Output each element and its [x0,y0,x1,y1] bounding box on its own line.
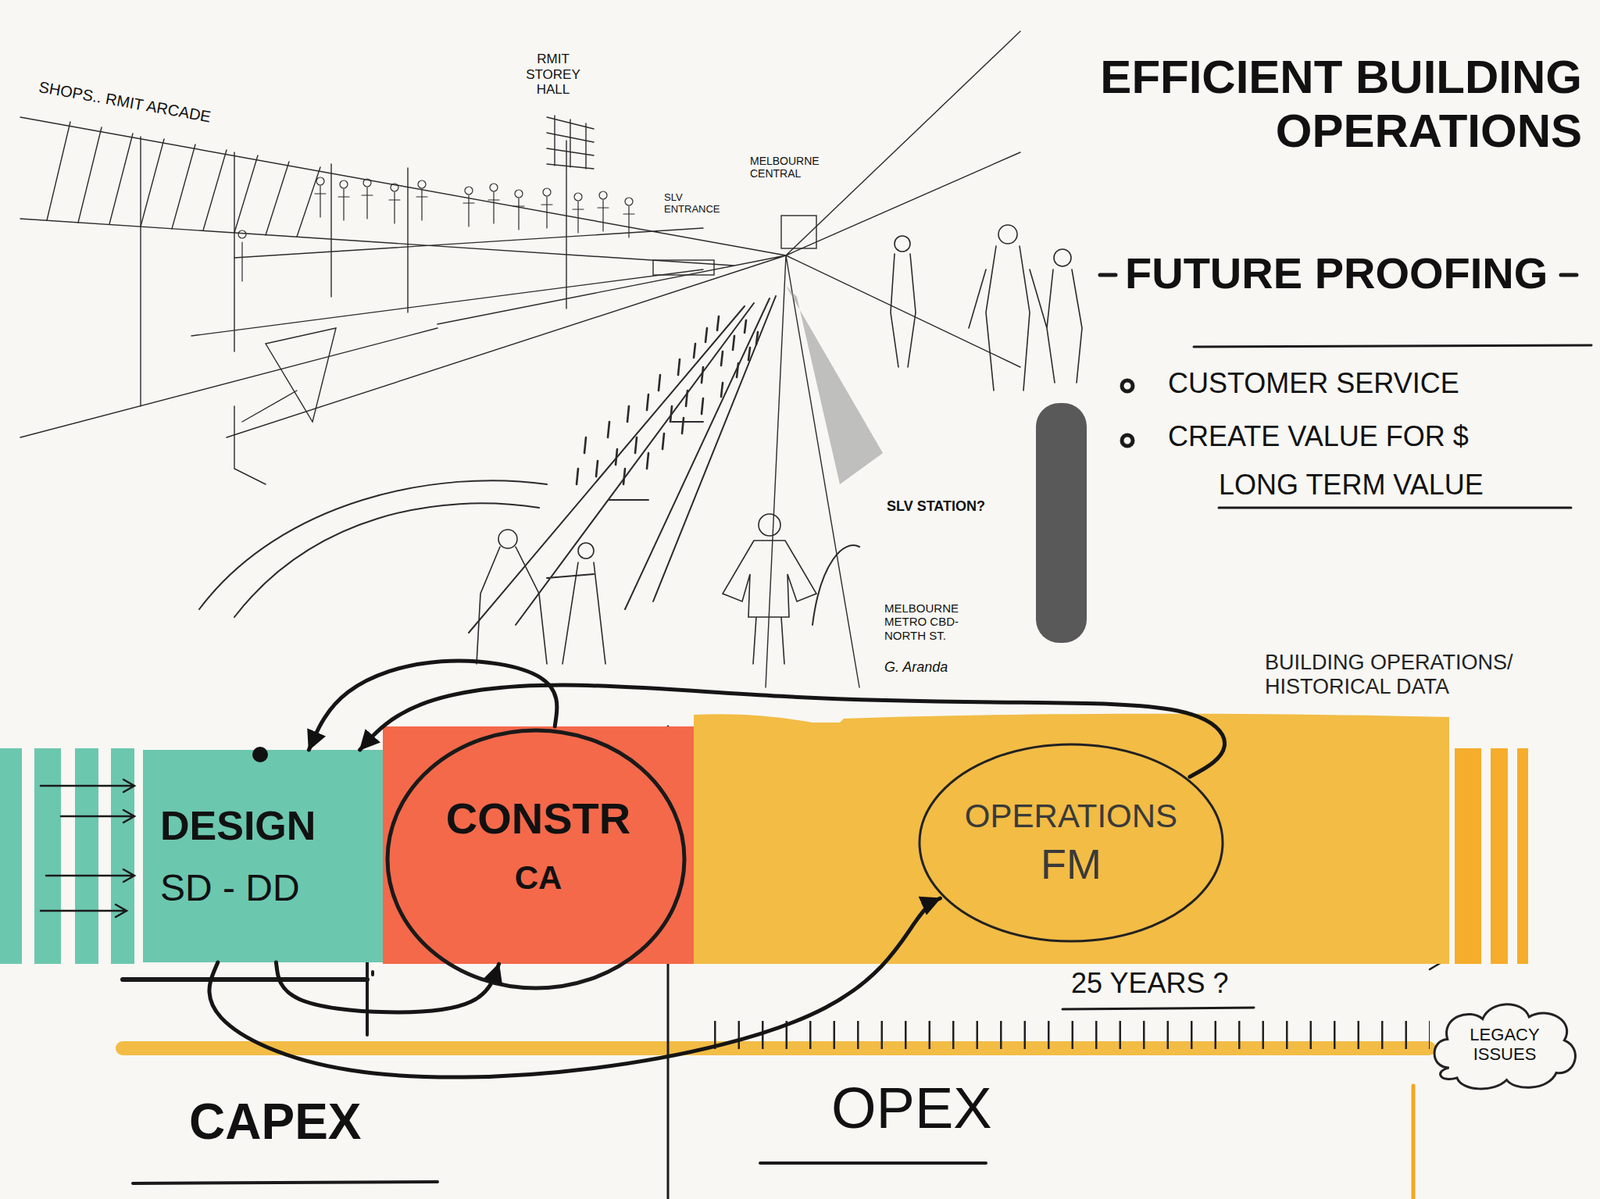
teal-stripe [0,748,22,965]
foreground-figures [476,225,1083,665]
cost-label: CAPEX [189,1093,362,1152]
yellow-stripe [1490,748,1508,965]
crowd-strokes [576,316,758,485]
perspective-lines [20,31,1021,688]
title: EFFICIENT BUILDING OPERATIONS [1042,50,1583,158]
label-holder: G. Aranda [884,659,948,676]
node-text: BUILDING OPERATIONS/ HISTORICAL DATA [1264,650,1562,700]
flow-arrow [209,898,941,1078]
shadow-wedge [785,285,883,485]
arcade-people [238,177,635,282]
teal-stripe [34,748,61,965]
phase-band: OPERATIONSFMBUILDING OPERATIONS/ HISTORI… [693,722,1450,965]
station-sketch [20,31,1083,688]
node-text: OPERATIONS [964,797,1178,836]
place-label: SLV ENTRANCE [664,192,721,216]
node-text: DESIGN [160,803,316,850]
flow-arrow [308,660,558,750]
place-label: MELBOURNE METRO CBD-NORTH ST. [884,601,986,643]
column-lines [140,136,567,407]
bullet-dot [1121,380,1133,392]
bullet-dot [1121,435,1133,447]
label-holder: SLV STATION? [886,498,986,515]
label-holder: LONG TERM VALUE [1218,468,1484,501]
label-holder: CREATE VALUE FOR $ [1167,420,1469,453]
rule-line [1193,345,1592,347]
label-holder: 25 YEARS ? [1071,967,1229,1000]
cost-label: OPEX [831,1075,993,1142]
teal-stripe [75,748,99,965]
ellipse-outline-path [919,744,1223,942]
phase-band: CONSTR CA [382,726,694,965]
phase-band: DESIGN SD - DD [142,750,383,963]
label-holder: OPEX [831,1075,993,1142]
timeline-marks [40,275,1592,1199]
title-block: EFFICIENT BUILDING OPERATIONS [1042,50,1583,158]
sketch-arrows [234,328,336,485]
band-stripes [0,714,1529,965]
capex-tick [365,959,369,1036]
duration-label: 25 YEARS ? [1071,967,1229,1000]
teal-stripe [110,748,135,965]
label-holder: SHOPS.. RMIT ARCADE [37,78,213,126]
capex-line [122,977,368,983]
note-cloud: LEGACY ISSUES [1425,993,1586,1096]
underline [760,1161,986,1165]
connectors [209,660,1225,1078]
label-holder: FUTURE PROOFING [1125,248,1548,299]
ceiling-hatching [46,121,321,237]
section-heading: FUTURE PROOFING [1125,248,1548,299]
signature: G. Aranda [884,659,948,676]
underline [1062,1007,1254,1010]
place-label: RMIT STOREY HALL [521,51,585,98]
bullet-text: CREATE VALUE FOR $ [1167,420,1469,453]
node-text: CA [514,859,563,897]
input-arrows [40,779,135,918]
focus-circle [387,730,685,989]
label-holder: MELBOURNE METRO CBD-NORTH ST. [884,601,986,643]
bullet-text: CUSTOMER SERVICE [1167,367,1460,400]
cloud-outline-path [1434,1004,1575,1090]
centre-sign [781,215,817,249]
node-text: SD - DD [160,866,300,910]
node-text: LEGACY ISSUES [1461,1025,1548,1065]
pencil-shading [1035,403,1087,643]
orange-line [1411,1085,1416,1199]
escalator-handrail [199,480,860,625]
node-text: FM [1040,839,1102,889]
label-holder: SLV ENTRANCE [664,192,721,216]
note-text: LONG TERM VALUE [1218,468,1484,501]
node-text: CONSTR [446,793,631,844]
flow-arrow [275,962,499,1013]
lifecycle-bar [122,1041,1429,1056]
storey-hall-grid [546,115,594,169]
underline [1218,507,1572,510]
yellow-stripe [1517,748,1529,965]
focus-ellipse: OPERATIONSFM [914,741,1228,945]
place-label: SHOPS.. RMIT ARCADE [37,78,213,126]
entrance-sign [653,260,715,275]
label-holder: CUSTOMER SERVICE [1167,367,1460,400]
label-holder: MELBOURNE CENTRAL [750,154,836,180]
label-holder: RMIT STOREY HALL [521,51,585,98]
yellow-stripe [1454,748,1482,965]
place-label: SLV STATION? [886,498,986,515]
year-ticks [714,1021,1430,1050]
place-label: MELBOURNE CENTRAL [750,154,836,180]
flow-arrow [360,685,1225,777]
underline [132,1182,438,1184]
start-dot [252,746,268,763]
label-holder: CAPEX [189,1093,362,1152]
